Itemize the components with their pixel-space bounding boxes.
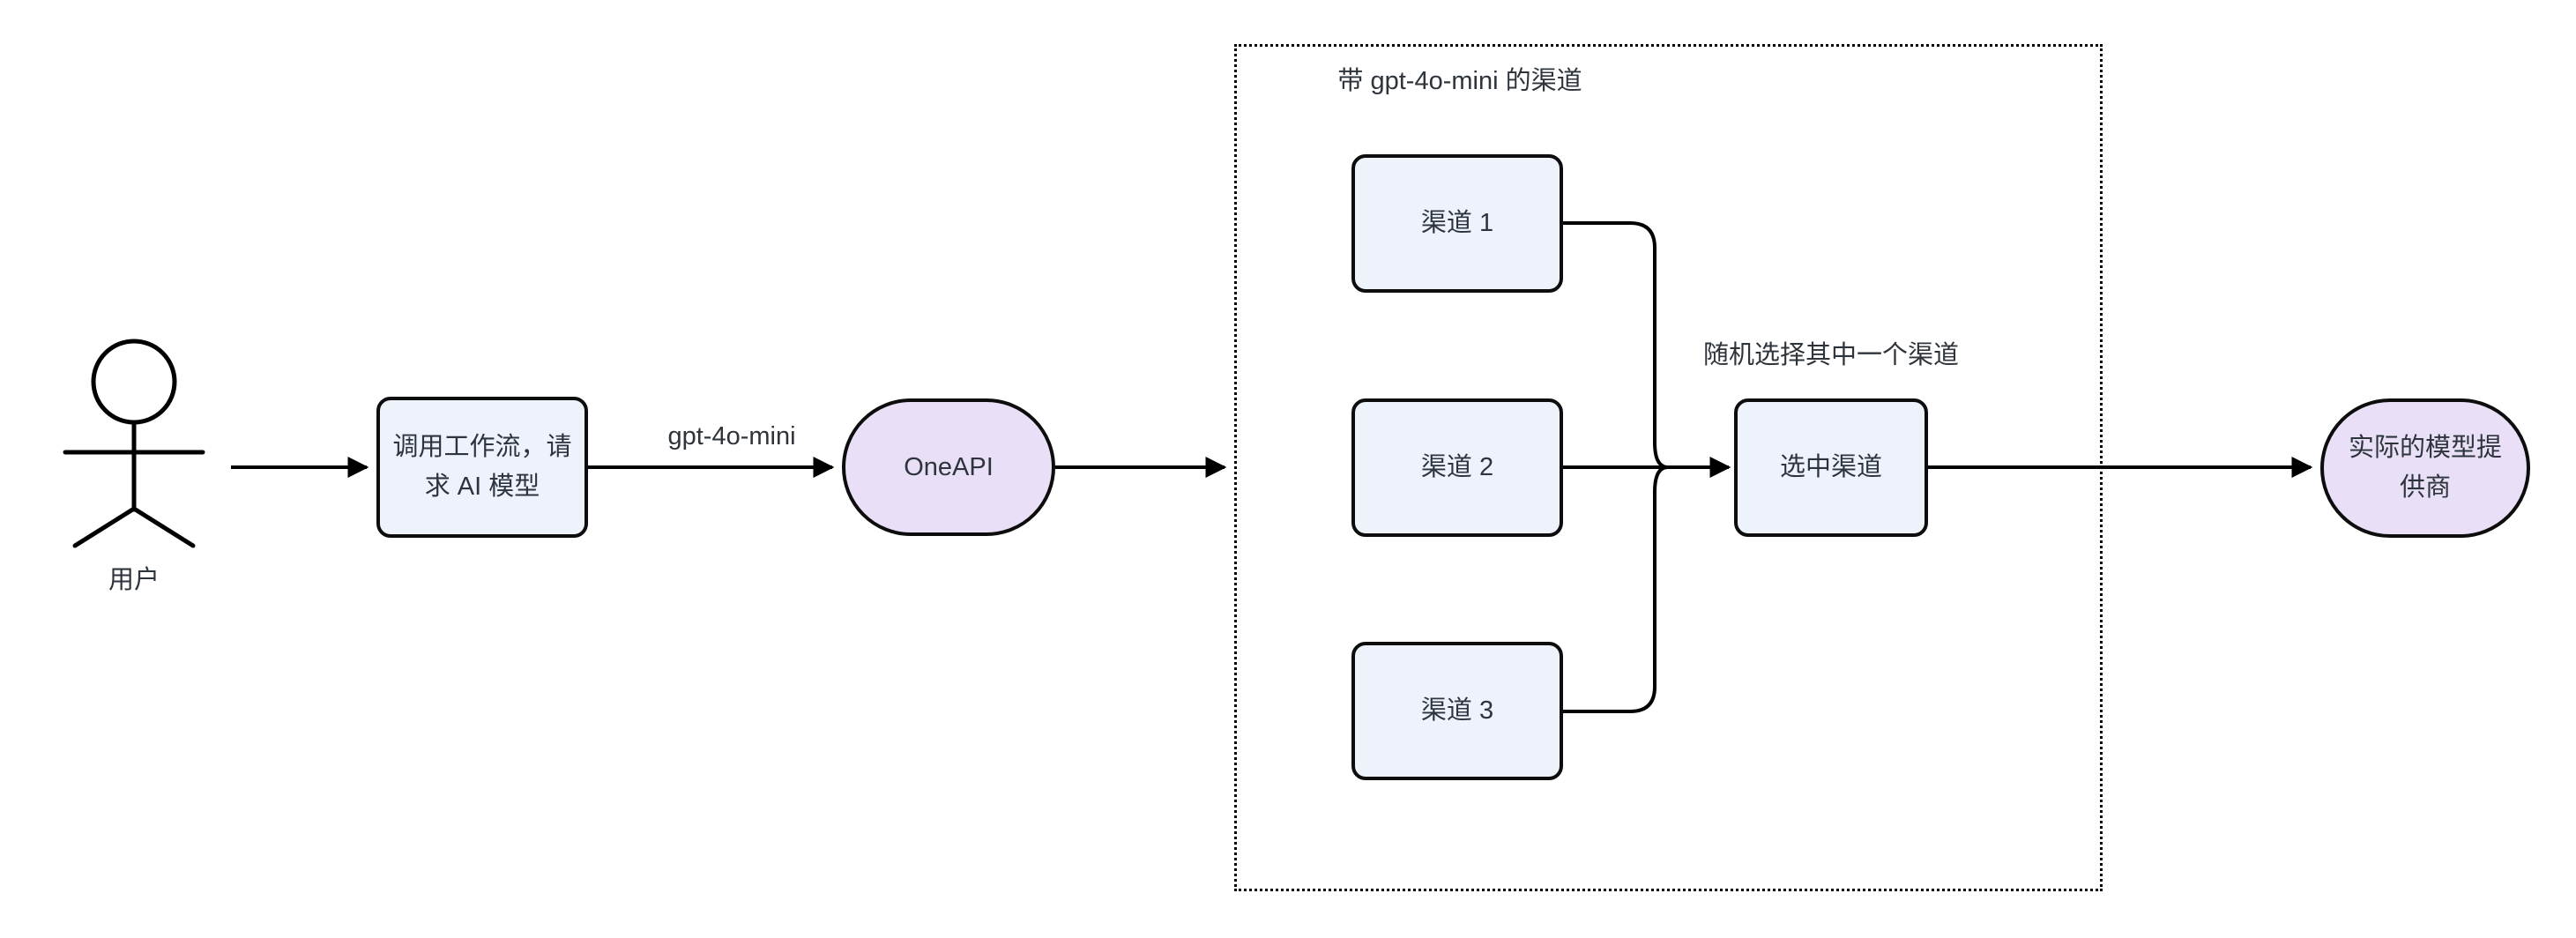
edge-channel3-to-merge xyxy=(1563,465,1669,713)
edge-label-model: gpt-4o-mini xyxy=(667,422,796,450)
edge-channel1-to-merge xyxy=(1563,221,1669,469)
node-workflow: 调用工作流，请 求 AI 模型 xyxy=(376,397,588,538)
node-provider-label-line2: 供商 xyxy=(2399,473,2451,502)
user-actor-icon xyxy=(63,339,205,548)
edge-label-random-pick: 随机选择其中一个渠道 xyxy=(1702,341,1960,369)
node-selected-channel-label: 选中渠道 xyxy=(1779,453,1882,481)
node-channel-2-label: 渠道 2 xyxy=(1420,453,1494,481)
node-channel-3-label: 渠道 3 xyxy=(1420,696,1494,725)
user-actor-label: 用户 xyxy=(108,566,160,594)
node-selected-channel: 选中渠道 xyxy=(1734,398,1928,537)
subgraph-channels-container xyxy=(1234,44,2103,891)
node-provider: 实际的模型提 供商 xyxy=(2320,398,2530,538)
node-provider-label-line1: 实际的模型提 xyxy=(2348,434,2502,462)
node-workflow-label-line1: 调用工作流，请 xyxy=(392,433,572,461)
node-channel-3: 渠道 3 xyxy=(1351,642,1563,780)
node-oneapi-label: OneAPI xyxy=(904,452,994,481)
node-channel-2: 渠道 2 xyxy=(1351,398,1563,537)
subgraph-title: 带 gpt-4o-mini 的渠道 xyxy=(1337,67,1582,95)
node-channel-1: 渠道 1 xyxy=(1351,154,1563,293)
node-workflow-label-line2: 求 AI 模型 xyxy=(424,473,540,501)
node-oneapi: OneAPI xyxy=(842,398,1055,536)
node-channel-1-label: 渠道 1 xyxy=(1420,209,1494,237)
